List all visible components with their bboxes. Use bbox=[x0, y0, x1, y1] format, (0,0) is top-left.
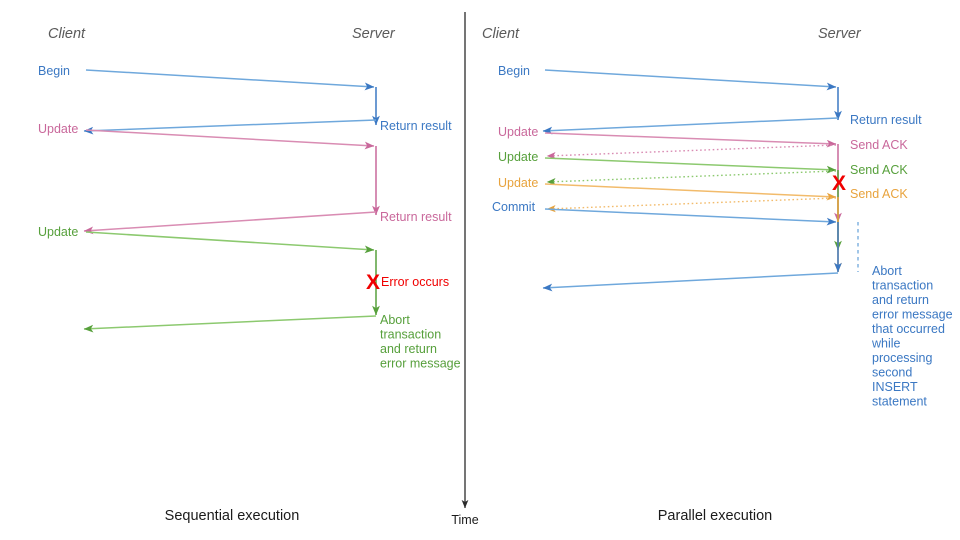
message-label: Update bbox=[498, 125, 538, 139]
message-label: Return result bbox=[850, 113, 922, 127]
message-seq-return-2: Return result bbox=[83, 210, 452, 235]
lane-title-client: Client bbox=[48, 26, 86, 42]
arrow-client-to-server bbox=[544, 132, 837, 148]
message-par-update-3: Send ACK Update bbox=[498, 176, 908, 273]
message-par-update-2: Send ACK Update bbox=[498, 150, 908, 251]
error-x-icon: X bbox=[366, 271, 380, 294]
lane-title-server: Server bbox=[818, 26, 862, 42]
arrow-client-to-server bbox=[544, 69, 837, 91]
arrow-server-to-client bbox=[83, 211, 377, 235]
arrow-client-to-server bbox=[85, 231, 375, 254]
message-par-commit: Commit bbox=[492, 200, 842, 273]
message-par-return-result: Return result bbox=[542, 113, 922, 135]
arrow-server-to-client bbox=[542, 117, 839, 135]
time-axis-layer: Time bbox=[451, 12, 479, 527]
arrow-server-to-client bbox=[542, 272, 839, 292]
lane-title-client: Client bbox=[482, 26, 520, 42]
message-par-update-1: Send ACK Update bbox=[498, 125, 908, 223]
message-seq-begin: Begin bbox=[38, 64, 380, 126]
lane-title-server: Server bbox=[352, 26, 396, 42]
message-label-ack: Send ACK bbox=[850, 187, 908, 201]
message-label: Update bbox=[498, 150, 538, 164]
panel-caption: Sequential execution bbox=[165, 508, 300, 524]
arrow-client-to-server bbox=[544, 208, 837, 226]
arrow-ack-server-to-client bbox=[546, 170, 837, 186]
error-x-icon: X bbox=[832, 172, 846, 195]
message-seq-update-2: Update bbox=[38, 225, 380, 316]
arrow-server-to-client bbox=[83, 119, 377, 135]
message-label-ack: Send ACK bbox=[850, 163, 908, 177]
arrow-client-to-server bbox=[544, 183, 837, 201]
error-occurs-label: Error occurs bbox=[381, 275, 449, 289]
message-label: Return result bbox=[380, 210, 452, 224]
arrow-server-to-client bbox=[83, 315, 377, 333]
message-label: Return result bbox=[380, 119, 452, 133]
arrow-ack-server-to-client bbox=[546, 144, 837, 160]
message-label-ack: Send ACK bbox=[850, 138, 908, 152]
message-label: Update bbox=[38, 225, 78, 239]
message-seq-return-1: Return result bbox=[83, 119, 452, 135]
message-par-begin: Begin bbox=[498, 64, 842, 121]
time-axis-label: Time bbox=[451, 513, 478, 527]
panel-caption: Parallel execution bbox=[658, 508, 772, 524]
arrow-client-to-server bbox=[85, 69, 375, 91]
arrow-client-to-server bbox=[544, 157, 837, 174]
message-label: Begin bbox=[498, 64, 530, 78]
message-label: Update bbox=[498, 176, 538, 190]
arrow-ack-server-to-client bbox=[546, 197, 837, 213]
message-label: Update bbox=[38, 122, 78, 136]
message-label: Commit bbox=[492, 200, 536, 214]
arrow-client-to-server bbox=[85, 129, 375, 150]
message-seq-update-1: Update bbox=[38, 122, 380, 216]
message-label: Begin bbox=[38, 64, 70, 78]
